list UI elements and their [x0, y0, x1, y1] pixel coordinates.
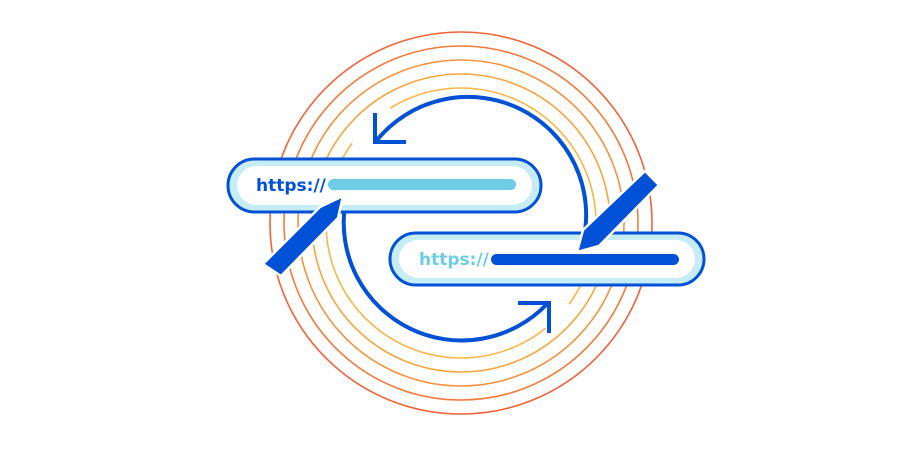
url-bar-top[interactable]: https:// — [226, 157, 543, 214]
top-arrow-arc — [375, 95, 589, 243]
url-bar-top-prefix: https:// — [256, 176, 327, 196]
ring-4 — [311, 73, 611, 373]
ring-1 — [269, 31, 653, 415]
ring-2 — [283, 45, 639, 401]
top-arrow — [373, 95, 589, 243]
bottom-arrow-head — [518, 301, 551, 333]
url-bar-top-path-line — [328, 179, 516, 190]
right-pen-icon — [575, 169, 661, 254]
url-bar-bottom-path-line — [491, 254, 679, 265]
left-pen-icon — [261, 194, 345, 278]
ring-gaps — [351, 102, 574, 333]
url-bar-bottom[interactable]: https:// — [388, 231, 706, 287]
url-bar-bottom-prefix: https:// — [419, 250, 490, 270]
bottom-arrow-arc — [341, 204, 549, 343]
top-arrow-head — [373, 113, 406, 144]
bottom-arrow — [341, 204, 551, 343]
ring-3 — [297, 59, 625, 387]
